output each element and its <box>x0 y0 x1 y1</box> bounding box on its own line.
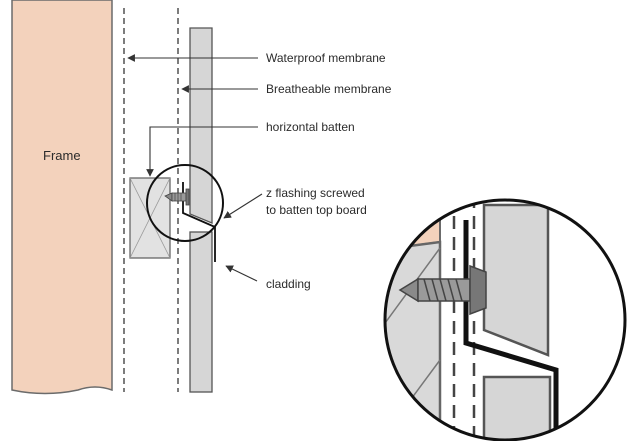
horizontal-batten-leader <box>146 126 258 177</box>
z-flashing-label-line1: z flashing screwed <box>266 186 365 200</box>
upper-cladding-board <box>189 27 213 224</box>
enlarged-detail <box>385 200 625 440</box>
detail-indicator-circle <box>146 164 224 242</box>
cladding-label: cladding <box>266 277 311 291</box>
z-flashing-label-line2: to batten top board <box>266 203 367 217</box>
breatheable-membrane-label: Breatheable membrane <box>266 82 392 96</box>
frame <box>11 0 113 395</box>
lower-cladding-board <box>189 231 213 393</box>
waterproof-membrane-label: Waterproof membrane <box>266 51 386 65</box>
cladding-leader <box>225 265 258 282</box>
horizontal-batten-label: horizontal batten <box>266 120 355 134</box>
frame-label: Frame <box>43 148 81 163</box>
screw-small <box>164 188 190 206</box>
enlarged-detail-circle <box>383 198 627 441</box>
z-flashing-leader <box>223 193 263 219</box>
